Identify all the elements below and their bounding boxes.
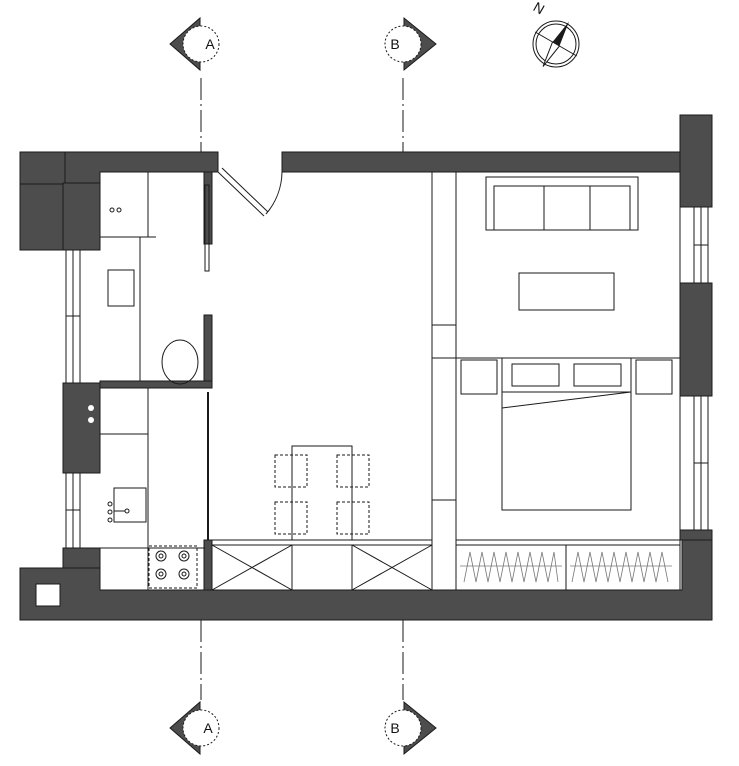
burner — [178, 550, 190, 562]
entrance-door[interactable] — [217, 167, 283, 217]
coffee-table[interactable] — [518, 272, 615, 311]
nightstand-left[interactable] — [460, 359, 498, 395]
bathroom-door-leaf[interactable] — [204, 184, 210, 272]
wall-right-top — [679, 114, 713, 208]
wall-right-bottom — [679, 529, 713, 541]
shower-tap — [109, 207, 115, 213]
section-axes — [200, 78, 404, 700]
room-divider — [431, 172, 680, 590]
bed[interactable] — [501, 357, 632, 511]
bath-partition-vertical — [203, 314, 213, 386]
section-label-b-bottom: B — [390, 720, 399, 736]
section-label-b-top: B — [390, 36, 399, 52]
kitchen-sink[interactable] — [113, 487, 147, 523]
windows — [65, 206, 709, 549]
window-right-lower — [679, 395, 709, 531]
kitchen-end-wall — [203, 539, 213, 591]
bathroom-sink[interactable] — [107, 269, 135, 307]
wall-right-middle — [679, 282, 713, 397]
sofa[interactable] — [485, 176, 639, 231]
wardrobe — [455, 539, 681, 591]
dining-chair[interactable] — [274, 501, 308, 535]
burner — [178, 568, 190, 580]
window-right-upper — [679, 206, 709, 284]
section-marker-b-bottom[interactable]: B — [384, 700, 437, 756]
section-label-a-top: A — [205, 36, 215, 52]
north-arrow: N — [531, 0, 580, 68]
cooktop[interactable] — [148, 545, 198, 589]
nightstand-right[interactable] — [635, 359, 673, 395]
wardrobe-hangers — [460, 551, 672, 583]
dining-chair[interactable] — [274, 454, 308, 488]
pillow — [573, 363, 622, 387]
dining-area — [274, 445, 370, 541]
section-marker-b-top[interactable]: B — [384, 16, 437, 72]
wall-left-middle — [62, 382, 101, 474]
walls — [19, 114, 713, 621]
bath-partition-horizontal — [99, 380, 213, 389]
socket-icon — [88, 417, 94, 423]
storage-row — [211, 539, 681, 591]
wall-left-upper — [62, 182, 101, 251]
dining-chair[interactable] — [336, 501, 370, 535]
bathroom — [99, 171, 210, 385]
section-label-a-bottom: A — [203, 720, 213, 736]
pillow — [511, 363, 560, 387]
toilet[interactable] — [161, 339, 199, 385]
cabinet-block — [211, 539, 433, 591]
burner — [155, 568, 167, 580]
wall-top-left-stub — [19, 151, 66, 185]
north-label: N — [531, 0, 548, 17]
duct — [35, 583, 61, 607]
socket-icon — [88, 405, 94, 411]
wall-left-lower — [62, 547, 101, 569]
burner — [155, 550, 167, 562]
dining-table[interactable] — [291, 445, 353, 541]
window-left-upper — [65, 249, 81, 384]
kitchen — [88, 388, 209, 590]
wall-top-right — [281, 151, 683, 173]
window-left-lower — [65, 472, 81, 549]
section-marker-a-bottom[interactable]: A — [169, 700, 220, 756]
living-area — [460, 176, 673, 511]
shower-area — [99, 171, 149, 238]
dining-chair[interactable] — [336, 454, 370, 488]
section-marker-a-top[interactable]: A — [169, 16, 220, 72]
door-jamb — [203, 171, 213, 245]
wall-bottom — [19, 535, 713, 621]
